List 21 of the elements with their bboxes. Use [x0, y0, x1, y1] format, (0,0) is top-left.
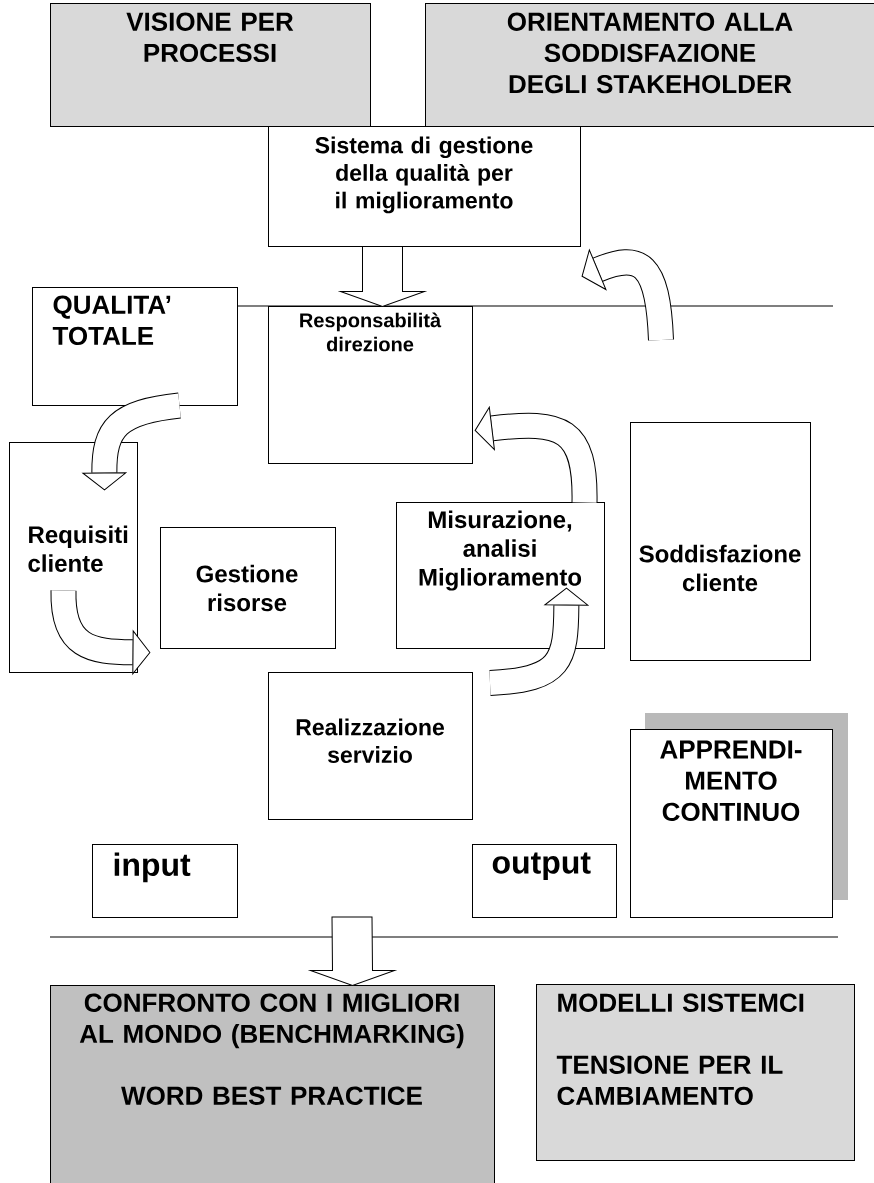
process-box: Gestione risorse [160, 527, 336, 649]
heading-box: APPRENDI- MENTO CONTINUO [630, 713, 848, 918]
block-arrow [581, 249, 674, 341]
heading-box: ORIENTAMENTO ALLA SODDISFAZIONE DEGLI STAKEHOLDER [425, 3, 874, 127]
process-box: Sistema di gestione della qualità per il miglioramento [268, 126, 581, 247]
process-box: Responsabilità direzione [268, 306, 473, 464]
block-arrow [310, 916, 395, 986]
process-box: Misurazione, analisi Miglioramento [396, 502, 605, 649]
block-arrow [489, 587, 589, 696]
heading-box: MODELLI SISTEMCI TENSIONE PER IL CAMBIAMENTO [536, 984, 855, 1161]
block-arrow [474, 406, 598, 503]
block-arrow [50, 590, 151, 675]
block-arrow [340, 246, 425, 307]
io-box: output [472, 844, 617, 918]
process-box: Realizzazione servizio [268, 672, 473, 820]
process-box: Soddisfazione cliente [630, 422, 811, 661]
block-arrow [82, 392, 182, 491]
heading-box: CONFRONTO CON I MIGLIORI AL MONDO (BENCHMARKING) WORD BEST PRACTICE [50, 985, 495, 1183]
io-box: input [92, 844, 238, 918]
heading-box: VISIONE PER PROCESSI [50, 3, 371, 127]
heading-box: QUALITA’ TOTALE [32, 287, 238, 406]
